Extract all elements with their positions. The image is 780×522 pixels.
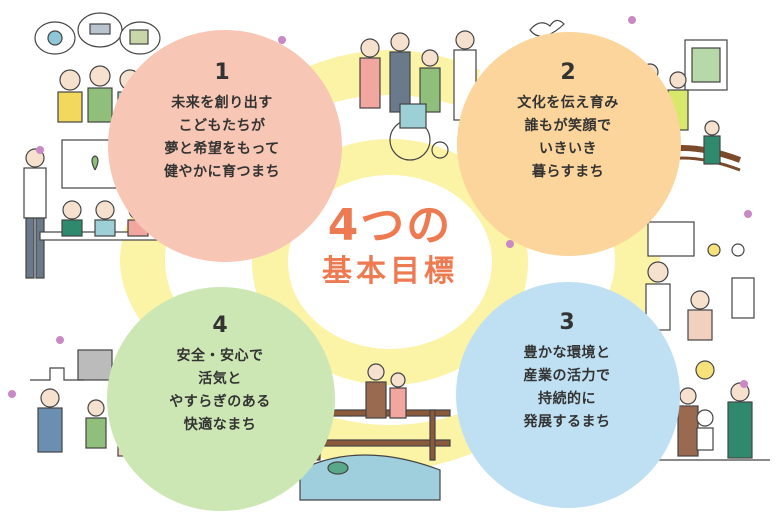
- goal-1-line-4: 健やかに育つまち: [164, 164, 280, 180]
- goal-3-line-4: 発展するまち: [523, 414, 611, 430]
- goal-3-line-1: 豊かな環境と: [523, 345, 611, 361]
- goal-3-line-3: 持続的に: [538, 391, 596, 407]
- goal-1-line-3: 夢と希望をもって: [164, 141, 280, 157]
- goal-4-line-1: 安全・安心で: [176, 348, 264, 364]
- goal-2-line-2: 誰もが笑顔で: [524, 118, 612, 134]
- title-line-1: 4つの: [327, 200, 453, 251]
- goal-2-line-3: いきいき: [539, 141, 597, 157]
- center-title: 4つの 基本目標: [300, 200, 480, 292]
- title-line-2: 基本目標: [322, 254, 458, 289]
- goal-4-number: 4: [212, 313, 228, 338]
- energy-home-illustration: [645, 221, 755, 341]
- goal-2-line-4: 暮らすまち: [531, 164, 605, 180]
- goal-4-line-2: 活気と: [198, 371, 242, 387]
- goal-2-line-1: 文化を伝え育み: [517, 95, 619, 111]
- goal-4-line-4: 快適なまち: [183, 417, 257, 433]
- goal-1-number: 1: [214, 60, 230, 85]
- nature-boardwalk-illustration: [299, 363, 451, 501]
- goal-4-line-3: やすらぎのある: [169, 394, 271, 410]
- goal-3-circle: [456, 282, 680, 508]
- goal-2: 2 文化を伝え育み 誰もが笑顔で いきいき 暮らすまち: [458, 60, 678, 184]
- goal-1: 1 未来を創り出す こどもたちが 夢と希望をもって 健やかに育つまち: [112, 60, 332, 184]
- goal-1-line-1: 未来を創り出す: [171, 95, 273, 111]
- goal-4: 4 安全・安心で 活気と やすらぎのある 快適なまち: [110, 313, 330, 437]
- goal-1-line-2: こどもたちが: [178, 118, 266, 134]
- goal-4-circle: [107, 287, 335, 511]
- goal-2-circle: [457, 32, 681, 256]
- goal-1-circle: [108, 30, 342, 262]
- goal-3: 3 豊かな環境と 産業の活力で 持続的に 発展するまち: [457, 310, 677, 434]
- goal-3-line-2: 産業の活力で: [523, 368, 611, 384]
- goal-2-number: 2: [560, 60, 576, 85]
- goal-3-number: 3: [559, 310, 575, 335]
